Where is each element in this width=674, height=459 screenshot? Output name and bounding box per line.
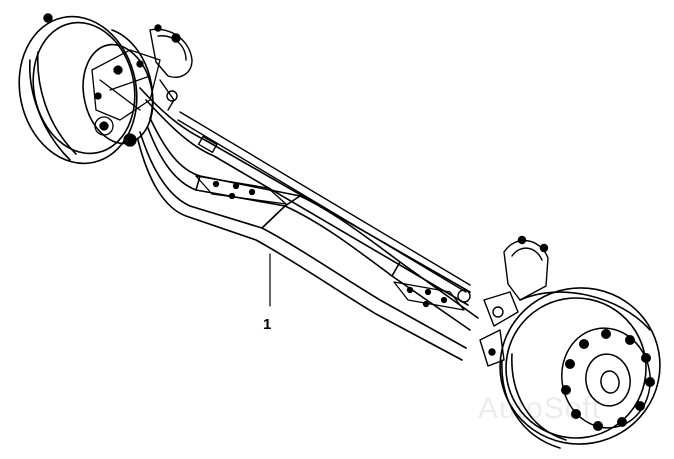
watermark-logo: AutoSoft [478, 392, 602, 425]
right-steering-knuckle [479, 235, 549, 367]
left-steering-knuckle [43, 13, 193, 111]
left-brake-assembly [91, 49, 161, 147]
axle-beam [137, 87, 479, 361]
tie-rod [177, 111, 471, 303]
callout-number-1: 1 [263, 316, 272, 333]
right-hub [561, 327, 651, 429]
right-spring-pad [393, 281, 465, 311]
right-wheel-studs [561, 329, 655, 431]
right-brake-drum [499, 287, 661, 449]
left-spring-pad [195, 175, 287, 205]
left-brake-drum [18, 15, 154, 165]
